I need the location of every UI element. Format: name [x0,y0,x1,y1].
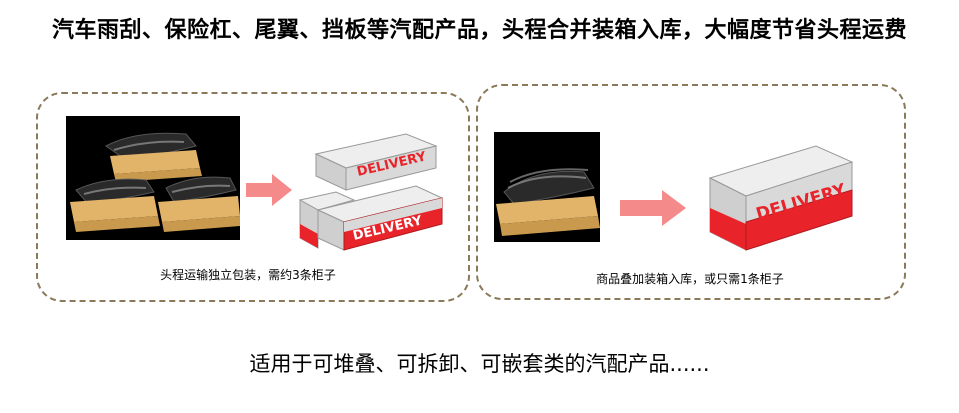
footer-note: 适用于可堆叠、可拆卸、可嵌套类的汽配产品...... [249,352,710,376]
container-back: DELIVERY [314,133,438,191]
boxed-bumpers-image [70,132,240,232]
stacked-bumpers-image [496,168,600,236]
right-comparison-panel: DELIVERY 商品叠加装箱入库，或只需1条柜子 [476,84,906,300]
three-containers-icon: DELIVERY DELIVERY [298,133,444,251]
right-panel-caption: 商品叠加装箱入库，或只需1条柜子 [596,272,784,286]
left-panel-caption: 头程运输独立包装，需约3条柜子 [160,268,336,282]
single-container-icon: DELIVERY [708,145,854,251]
bumper-box-bottom-right [158,176,240,232]
separate-packaging-photo [66,116,240,240]
left-comparison-panel: DELIVERY DELIVERY 头程运输独立包装，需约3条柜子 [36,92,470,302]
bumper-box-bottom-left [70,178,160,232]
right-arrow-icon [620,190,686,226]
page-title: 汽车雨刮、保险杠、尾翼、挡板等汽配产品，头程合并装箱入库，大幅度节省头程运费 [51,18,907,43]
container-front-right: DELIVERY [316,185,444,251]
bumper-box-top [105,132,202,182]
stacked-packaging-photo [494,132,600,242]
left-arrow-icon [246,174,292,206]
container-front-left [298,191,356,249]
